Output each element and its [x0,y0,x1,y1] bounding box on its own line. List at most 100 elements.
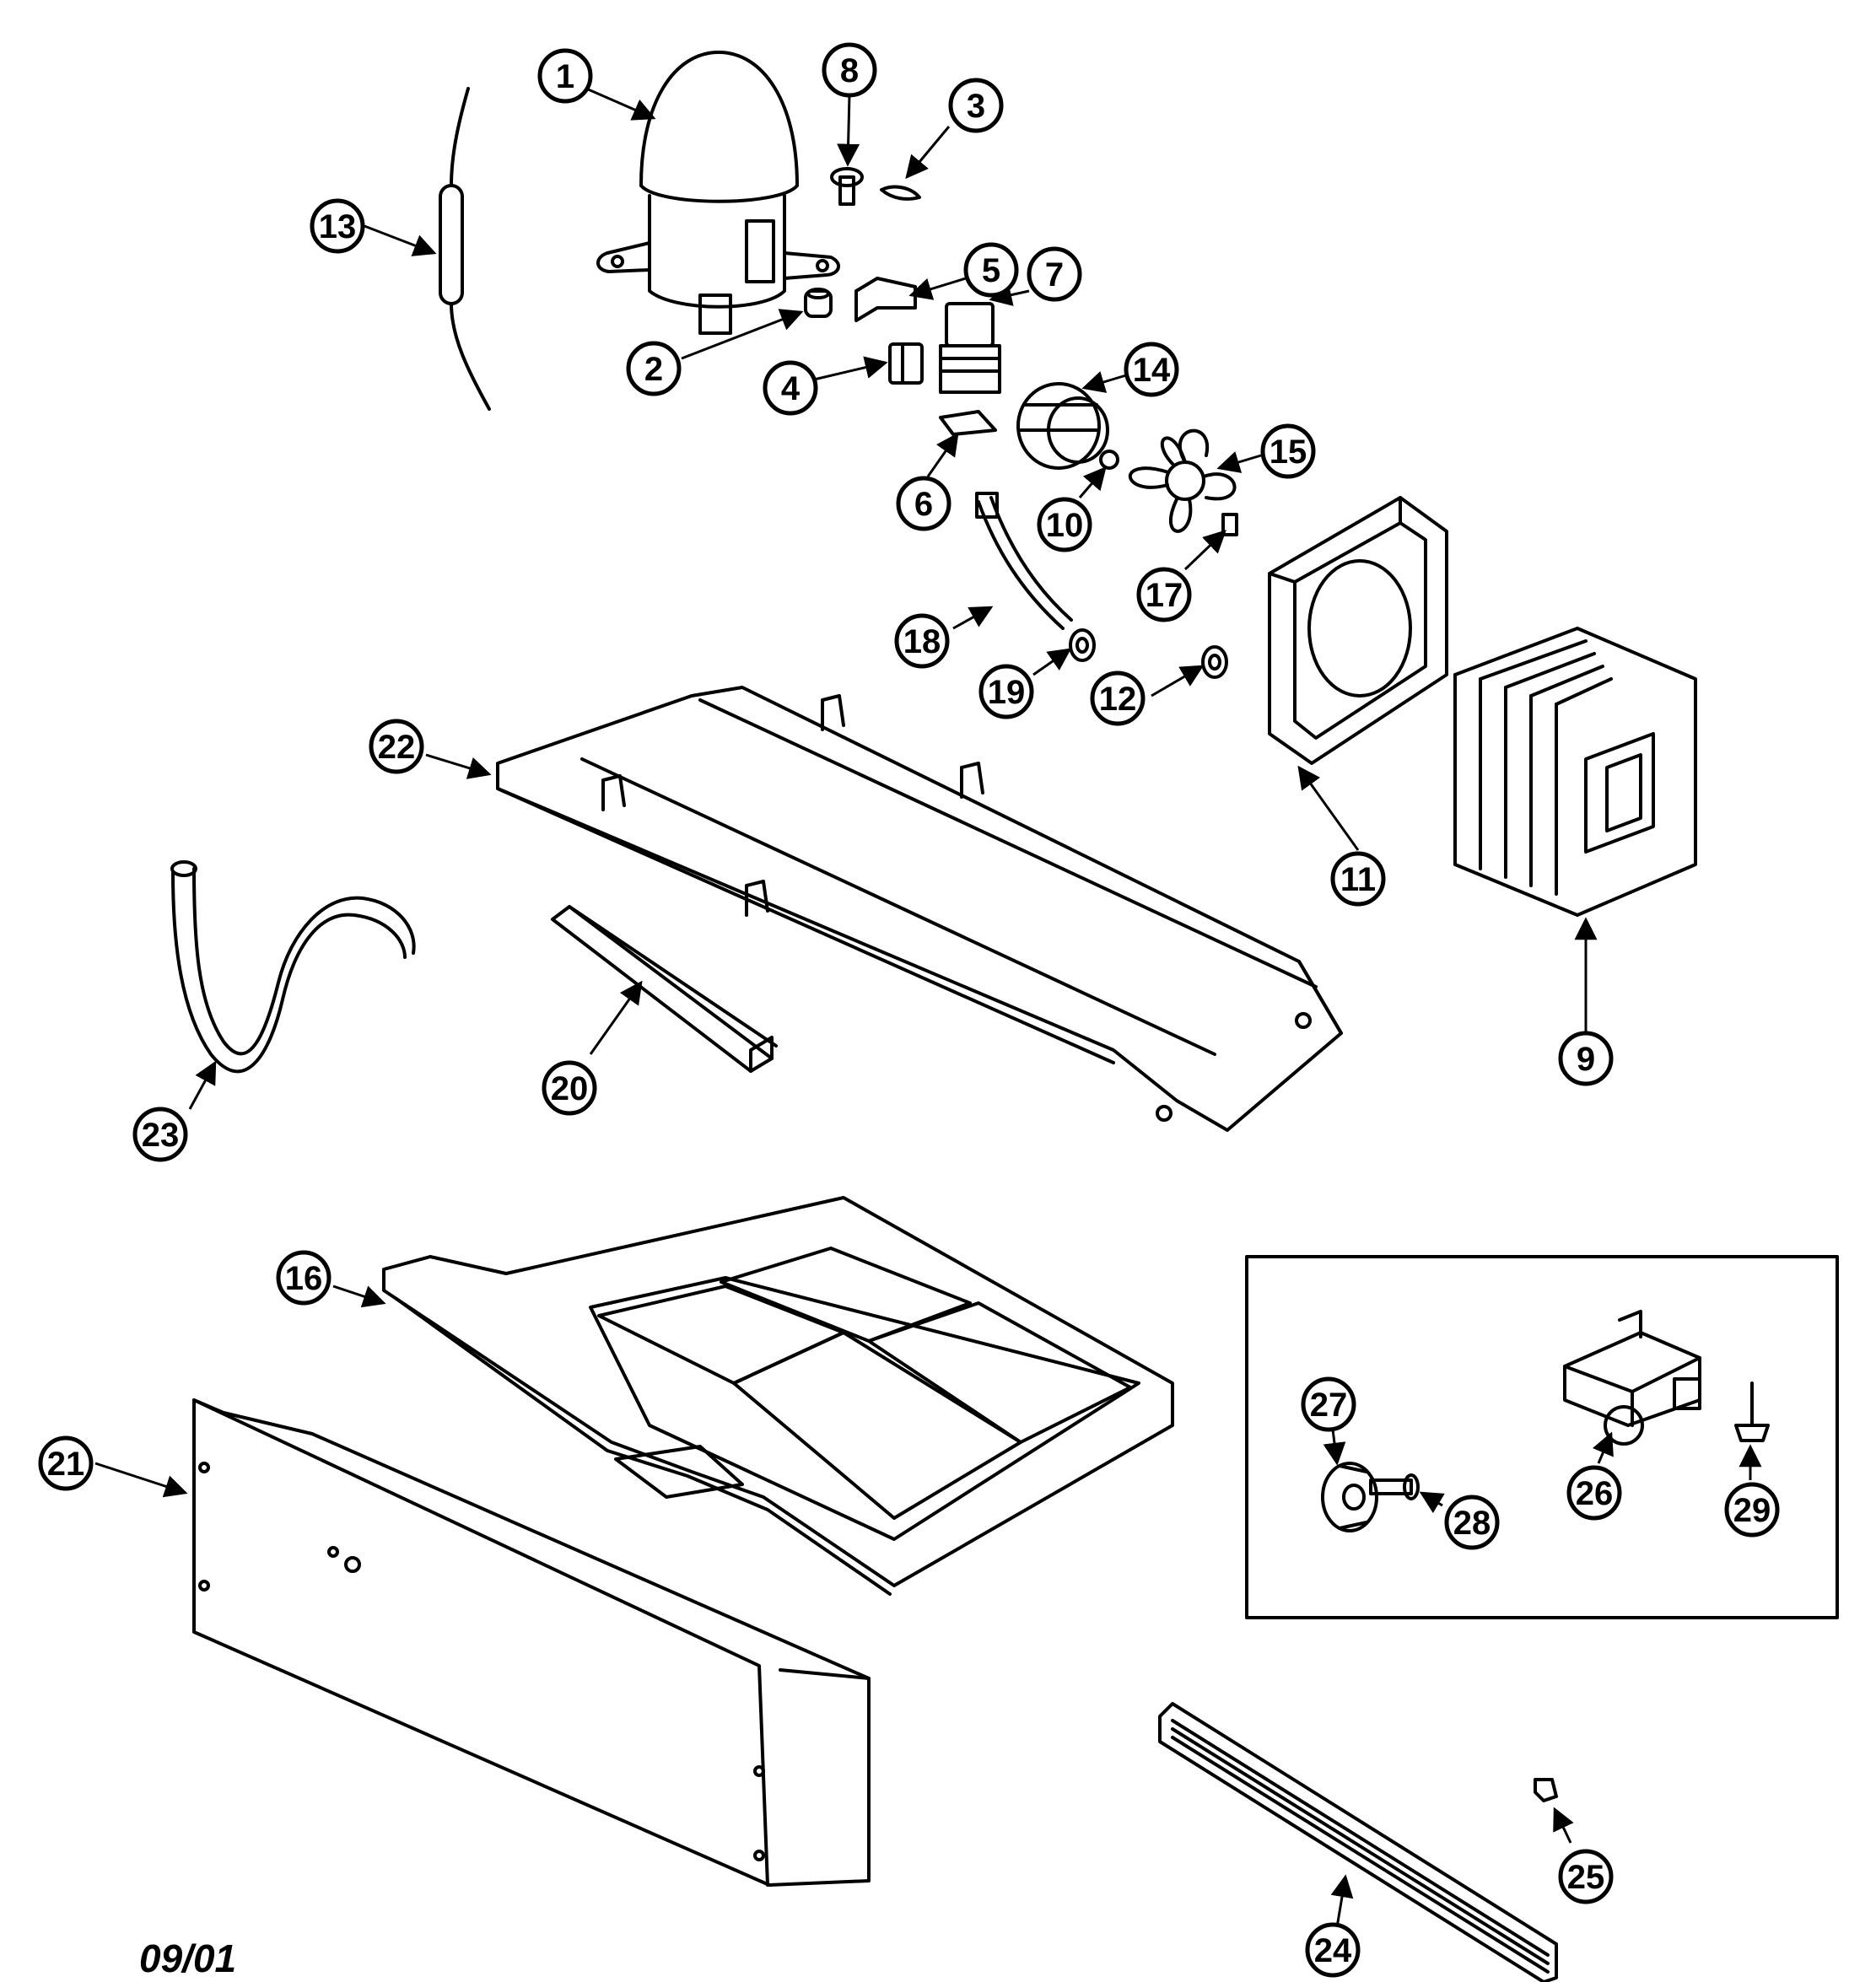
part-wire-clip [939,410,997,436]
callout-14: 14 [1124,342,1179,397]
callout-group: 1234567891011121314151617181920212223242… [38,42,1780,1978]
callout-27: 27 [1301,1376,1356,1432]
callout-23: 23 [132,1107,188,1162]
part-motor-bracket [975,492,1073,630]
part-nut [1099,450,1119,470]
part-compressor [596,51,840,335]
callout-3: 3 [948,78,1004,133]
part-axle-pin [1369,1473,1420,1500]
callout-19: 19 [978,664,1034,719]
part-drain-tube [170,860,416,1074]
callout-number: 29 [1733,1492,1771,1529]
callout-11: 11 [1330,851,1386,907]
callout-number: 18 [903,623,941,660]
callout-circle [1444,1495,1500,1550]
callout-number: 10 [1046,507,1084,544]
callout-number: 2 [644,351,663,388]
part-roller-assembly [1563,1310,1701,1446]
callout-16: 16 [276,1250,332,1306]
callout-circle [132,1107,188,1162]
part-overload [888,342,924,385]
callout-number: 28 [1453,1505,1491,1542]
callout-20: 20 [542,1060,597,1116]
callout-number: 13 [319,208,357,245]
callout-circle [894,613,950,669]
callout-circle [763,360,818,416]
callout-8: 8 [822,42,877,98]
callout-number: 4 [781,370,801,407]
callout-circle [1260,423,1316,479]
callout-number: 26 [1576,1475,1614,1512]
callout-number: 8 [840,52,859,89]
callout-28: 28 [1444,1495,1500,1550]
callout-number: 1 [556,58,574,95]
part-fan-motor [1016,382,1109,470]
callout-circle [626,341,682,396]
callout-number: 3 [967,88,985,125]
part-clip [880,185,921,201]
callout-number: 11 [1340,861,1376,898]
callout-number: 21 [47,1446,85,1483]
callout-circle [537,48,593,104]
callout-number: 25 [1567,1859,1605,1896]
part-grille-clip [1534,1778,1558,1802]
callout-5: 5 [963,242,1019,298]
callout-number: 7 [1045,256,1064,294]
part-condenser [1453,627,1697,917]
part-leveler [1734,1381,1770,1442]
callout-circle [1301,1376,1356,1432]
callout-number: 9 [1577,1041,1595,1078]
callout-circle [963,242,1019,298]
part-front-panel [192,1398,871,1887]
callout-circle [1037,497,1092,552]
callout-number: 16 [285,1260,323,1297]
callout-number: 23 [142,1117,180,1154]
callout-circle [1558,1031,1614,1086]
callout-number: 27 [1310,1387,1348,1424]
callout-circle [1136,567,1192,622]
date-stamp: 09/01 [139,1936,236,1980]
callout-number: 5 [982,252,1000,289]
callout-circle [1090,671,1146,726]
callout-12: 12 [1090,671,1146,726]
callout-circle [1724,1482,1780,1538]
callout-circle [978,664,1034,719]
callout-number: 20 [551,1070,589,1107]
callout-circle [310,198,365,254]
part-bolt [830,167,864,206]
leader-lines [94,87,1762,1928]
callout-number: 14 [1133,352,1171,389]
callout-number: 24 [1314,1932,1352,1969]
part-base-rail [496,686,1343,1132]
part-fan-clip [1221,513,1238,536]
callout-21: 21 [38,1435,94,1491]
part-grille [1158,1702,1558,1982]
callout-circle [1305,1922,1361,1978]
part-grommet [804,288,833,318]
callout-13: 13 [310,198,365,254]
callout-circle [542,1060,597,1116]
callout-24: 24 [1305,1922,1361,1978]
callout-circle [1027,246,1082,302]
callout-number: 19 [988,674,1026,711]
part-wheel [1321,1462,1378,1532]
part-channel [551,905,778,1073]
callout-17: 17 [1136,567,1192,622]
part-drier [439,87,491,411]
part-grommet-19 [1069,628,1096,662]
callout-29: 29 [1724,1482,1780,1538]
callout-2: 2 [626,341,682,396]
callout-6: 6 [896,476,951,531]
callout-number: 15 [1270,434,1307,471]
part-fan-blade [1128,428,1237,533]
callout-number: 22 [378,729,416,766]
callout-circle [1558,1849,1614,1904]
callout-15: 15 [1260,423,1316,479]
part-bracket [854,277,917,322]
part-fan-shroud [1268,496,1448,765]
callout-26: 26 [1566,1465,1622,1521]
callout-circle [38,1435,94,1491]
inset-frame [1245,1255,1839,1619]
callout-25: 25 [1558,1849,1614,1904]
